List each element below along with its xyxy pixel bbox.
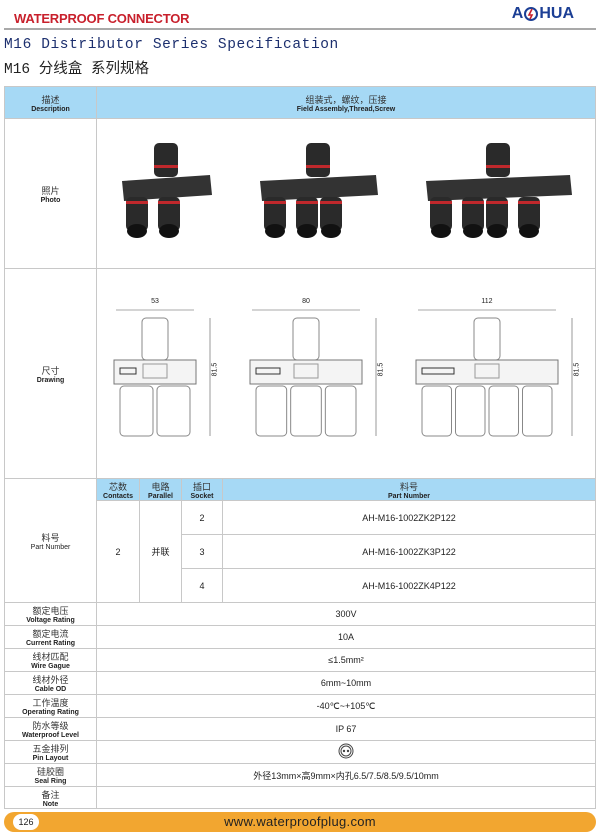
label-zh: 料号: [41, 532, 60, 543]
spec-value-cell: 6mm~10mm: [96, 671, 596, 695]
spec-label-en: Cable OD: [34, 686, 67, 693]
width-dimension: 53: [151, 297, 159, 305]
height-dimension: 81.5: [573, 362, 581, 376]
dimension-drawings: 53 81.5 80 81.5 112 81.5: [97, 298, 595, 450]
label-en: Part Number: [30, 543, 71, 551]
part-number-value: AH-M16-1002ZK2P122: [222, 500, 596, 535]
page-title-zh: M16 分线盒 系列规格: [4, 62, 150, 78]
socket-value: 2: [181, 500, 223, 535]
spec-label-zh: 工作温度: [32, 698, 69, 708]
table-row: 2 并联 2 AH-M16-1002ZK2P122: [5, 500, 596, 603]
spec-label-en: Operating Rating: [22, 709, 79, 716]
spec-label-en: Waterproof Level: [22, 732, 79, 739]
width-dimension: 112: [481, 297, 493, 305]
spec-value-cell: -40℃~+105℃: [96, 694, 596, 718]
spec-value-cell: [96, 786, 596, 809]
spec-value: ≤1.5mm²: [328, 655, 364, 665]
footer-bar: www.waterproofplug.com 126: [4, 812, 596, 832]
label-en: Drawing: [36, 376, 65, 384]
drawing-4-way: 112 81.5: [412, 298, 582, 450]
spec-value-cell: [96, 740, 596, 764]
spec-label-en: Current Rating: [26, 640, 75, 647]
website-link[interactable]: www.waterproofplug.com: [224, 814, 376, 829]
spec-label-zh: 备注: [41, 789, 60, 800]
spec-label-zh: 硅胶圈: [36, 767, 64, 777]
spec-label-en: Seal Ring: [34, 778, 67, 785]
product-photo-3-way: [260, 142, 378, 238]
spec-value: 6mm~10mm: [320, 678, 372, 688]
pin-layout-icon: [338, 743, 354, 759]
spec-label-en: Note: [42, 800, 59, 808]
socket-value: 3: [181, 534, 223, 569]
page-title-en: M16 Distributor Series Specification: [4, 37, 339, 53]
spec-value: 外径13mm×高9mm×内孔6.5/7.5/8.5/9.5/10mm: [253, 770, 439, 781]
part-number-value: AH-M16-1002ZK3P122: [222, 534, 596, 569]
spec-label-zh: 线材匹配: [32, 652, 69, 662]
spec-value: 300V: [335, 609, 357, 619]
socket-value: 4: [181, 568, 223, 603]
product-photos: [97, 139, 595, 249]
label-en: Photo: [40, 196, 61, 204]
logo-mark-icon: [524, 7, 539, 21]
drawing-3-way: 80 81.5: [246, 298, 386, 450]
spec-label-en: Pin Layout: [32, 755, 69, 762]
header-divider: [4, 28, 596, 30]
product-photo-4-way: [426, 142, 572, 238]
spec-value-cell: 外径13mm×高9mm×内孔6.5/7.5/8.5/9.5/10mm: [96, 763, 596, 787]
width-dimension: 80: [302, 297, 310, 305]
spec-label-zh: 额定电压: [32, 606, 69, 616]
description-zh: 组装式，螺纹，压接: [305, 94, 387, 105]
spec-label-zh: 额定电流: [32, 629, 69, 639]
spec-value-cell: 300V: [96, 602, 596, 626]
spec-value: IP 67: [335, 724, 357, 734]
label-zh: 尺寸: [41, 365, 60, 376]
spec-value-cell: 10A: [96, 625, 596, 649]
height-dimension: 81.5: [377, 362, 385, 376]
part-number-value: AH-M16-1002ZK4P122: [222, 568, 596, 603]
product-photo-2-way: [122, 142, 212, 238]
height-dimension: 81.5: [211, 362, 219, 376]
label-en: Description: [31, 105, 70, 113]
parallel-value: 并联: [139, 500, 182, 603]
spec-label-zh: 防水等级: [32, 721, 69, 731]
spec-label-zh: 五金排列: [32, 744, 69, 754]
label-zh: 描述: [41, 94, 60, 105]
contacts-value: 2: [96, 500, 140, 603]
spec-label-en: Wire Gague: [31, 663, 70, 670]
label-zh: 照片: [41, 185, 60, 196]
page-number: 126: [13, 814, 39, 830]
drawing-2-way: 53 81.5: [110, 298, 220, 450]
spec-label-en: Voltage Rating: [26, 617, 75, 624]
description-en: Field Assembly,Thread,Screw: [296, 105, 396, 113]
spec-label-zh: 线材外径: [32, 675, 69, 685]
spec-value: -40℃~+105℃: [316, 700, 376, 711]
spec-value: 10A: [337, 632, 354, 642]
spec-value-cell: IP 67: [96, 717, 596, 741]
spec-value-cell: ≤1.5mm²: [96, 648, 596, 672]
category-title: WATERPROOF CONNECTOR: [14, 11, 190, 26]
